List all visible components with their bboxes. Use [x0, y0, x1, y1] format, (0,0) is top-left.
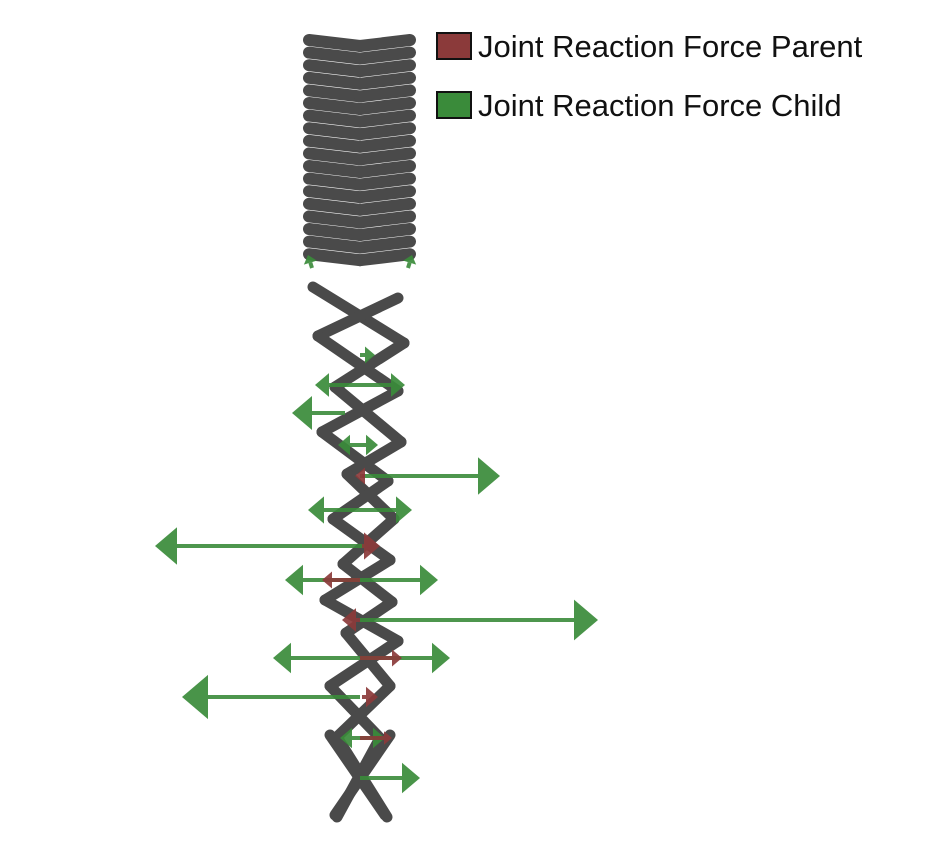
child-force-arrows: [155, 255, 598, 794]
child-force-arrow-head: [403, 255, 417, 265]
legend-item-parent: Joint Reaction Force Parent: [436, 28, 862, 64]
parent-force-arrow-head: [342, 608, 356, 632]
scissor-link: [329, 381, 407, 448]
child-force-arrow-head: [292, 396, 312, 430]
child-force-arrow-head: [315, 373, 329, 397]
parent-force-arrow-head: [392, 649, 402, 667]
child-force-arrow-head: [396, 496, 412, 524]
legend-swatch-child: [436, 91, 472, 119]
folded-link: [354, 248, 416, 267]
legend-item-child: Joint Reaction Force Child: [436, 87, 862, 123]
folded-link: [354, 235, 416, 254]
scissor-link: [327, 513, 396, 566]
child-force-arrow-head: [402, 762, 420, 794]
folded-link: [303, 134, 366, 153]
scissor-link: [324, 635, 404, 692]
folded-link: [354, 84, 416, 103]
folded-link: [354, 97, 416, 115]
folded-link: [303, 122, 366, 141]
parent-force-arrow-head: [384, 731, 392, 745]
scissor-link: [324, 680, 386, 744]
legend-label-parent: Joint Reaction Force Parent: [478, 28, 863, 64]
folded-link: [303, 84, 366, 103]
folded-link: [354, 134, 416, 153]
folded-link: [303, 34, 366, 52]
folded-link: [354, 185, 416, 204]
folded-link: [303, 109, 366, 128]
folded-link: [303, 97, 366, 115]
child-force-arrow-shaft: [406, 262, 412, 269]
folded-link: [303, 46, 366, 65]
legend: Joint Reaction Force Parent Joint Reacti…: [436, 28, 862, 146]
folded-link: [354, 46, 416, 65]
parent-force-arrows: [322, 467, 402, 745]
folded-link: [354, 147, 416, 166]
scissor-link: [329, 729, 396, 821]
child-force-arrow-shaft: [308, 262, 314, 269]
folded-links-stack: [303, 34, 416, 267]
folded-link: [303, 235, 366, 254]
folded-link: [354, 109, 416, 128]
scissor-link: [329, 337, 410, 393]
folded-link: [354, 160, 416, 178]
folded-link: [354, 34, 416, 52]
parent-force-arrow-head: [322, 571, 332, 589]
folded-link: [354, 197, 416, 216]
child-force-arrow-head: [285, 564, 303, 596]
folded-link: [303, 172, 366, 191]
child-force-arrow-head: [391, 373, 405, 397]
child-force-arrow-head: [574, 599, 598, 641]
child-force-arrow-head: [366, 434, 378, 456]
parent-force-arrow-head: [364, 532, 380, 560]
child-force-arrow-head: [340, 727, 352, 749]
folded-link: [303, 248, 366, 267]
folded-link: [303, 185, 366, 204]
child-force-arrow-head: [273, 642, 291, 674]
child-force-arrow-head: [308, 496, 324, 524]
child-force-arrow-head: [365, 346, 375, 364]
folded-link: [303, 160, 366, 178]
child-force-arrow-head: [432, 642, 450, 674]
child-force-arrow-head: [420, 564, 438, 596]
scissor-link: [331, 680, 396, 743]
scissor-link: [312, 292, 404, 342]
folded-link: [354, 210, 416, 229]
folded-link: [303, 210, 366, 229]
folded-link: [354, 172, 416, 191]
scissor-link: [337, 558, 398, 608]
folded-link: [303, 197, 366, 216]
folded-link: [303, 223, 366, 241]
legend-swatch-parent: [436, 32, 472, 60]
scissor-link: [312, 330, 404, 397]
parent-force-arrow-head: [366, 686, 378, 708]
folded-link: [354, 59, 416, 78]
child-force-arrow-head: [155, 527, 177, 565]
child-force-arrow-head: [182, 674, 208, 720]
scissor-link: [316, 385, 404, 438]
parent-force-arrow-head: [355, 467, 365, 485]
child-force-arrow-head: [338, 434, 350, 456]
folded-link: [303, 71, 366, 90]
scissor-link: [327, 475, 394, 525]
folded-link: [303, 147, 366, 166]
child-force-arrow-head: [303, 255, 317, 265]
folded-link: [354, 122, 416, 141]
scissor-link: [341, 436, 407, 480]
folded-link: [354, 71, 416, 90]
scissor-link: [316, 426, 394, 487]
child-force-arrow-head: [478, 457, 500, 495]
folded-link: [303, 59, 366, 78]
legend-label-child: Joint Reaction Force Child: [478, 87, 842, 123]
folded-link: [354, 223, 416, 241]
